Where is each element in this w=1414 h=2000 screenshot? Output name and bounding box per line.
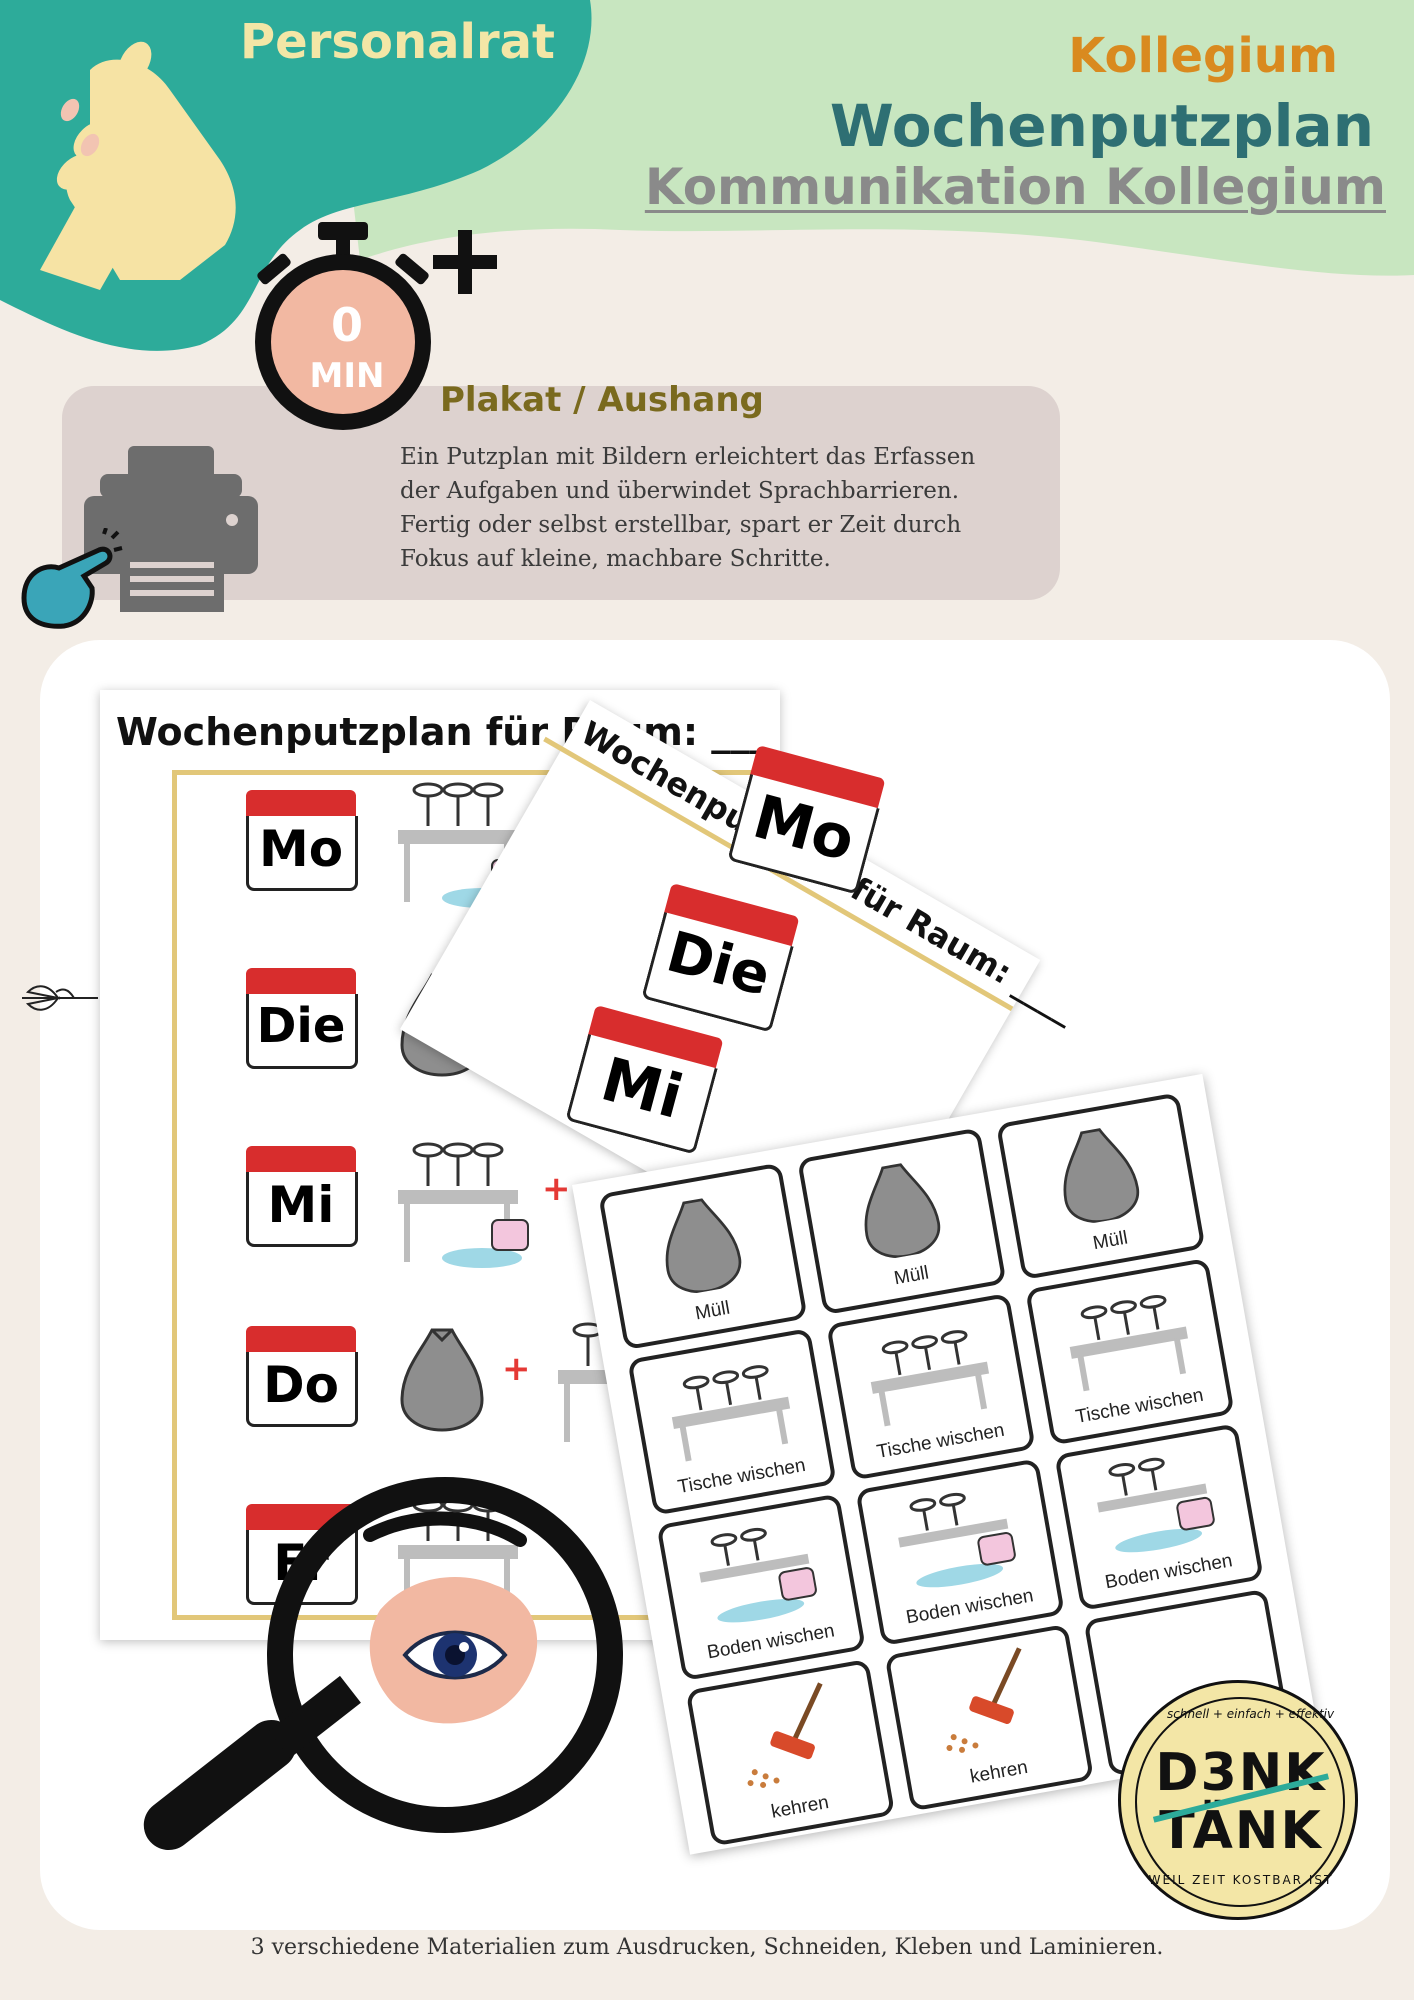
svg-text:+: + [502,1349,531,1389]
table-icon [1069,1295,1188,1392]
card-label: Müll [693,1297,732,1325]
card-label: Müll [1091,1227,1130,1255]
card-boden-2: Boden wischen [855,1458,1065,1647]
broom-icon [747,1682,823,1788]
info-heading: Plakat / Aushang [440,380,764,420]
broom-icon [946,1647,1022,1753]
audience-label: Kollegium [1068,28,1338,84]
trash-bag-icon [665,1198,742,1294]
day-label: Mi [267,1176,335,1234]
info-line-3: Fertig oder selbst erstellbar, spart er … [400,512,962,538]
category-label: Personalrat [240,14,555,70]
pointing-hand-icon[interactable] [14,528,124,638]
info-line-4: Fokus auf kleine, machbare Schritte. [400,546,831,572]
card-muell-3: Müll [995,1092,1206,1281]
day-calendar-mo: Mo [246,790,358,894]
logo-bottom-text: WEIL ZEIT KOSTBAR IST [1148,1873,1334,1887]
timer-value: 0 [330,298,363,352]
footer-text: 3 verschiedene Materialien zum Ausdrucke… [250,1935,1164,1960]
timer-unit: MIN [309,356,385,396]
card-tische-2: Tische wischen [826,1292,1036,1481]
logo-top-text: schnell + einfach + effektiv [1167,1707,1335,1721]
mop-bucket-icon [1097,1457,1215,1553]
leaf-arrow-icon [22,985,98,1011]
svg-text:+: + [542,1169,571,1209]
subtitle-link[interactable]: Kommunikation Kollegium [644,158,1386,216]
table-icon [671,1365,791,1462]
card-kehren-1: kehren [685,1658,896,1847]
handshake-icon [40,41,236,290]
card-tische-3: Tische wischen [1025,1257,1235,1446]
card-muell-2: Müll [796,1127,1007,1316]
page-title: Wochenputzplan [829,92,1374,160]
info-line-2: der Aufgaben und überwindet Sprachbarrie… [400,478,960,504]
info-line-1: Ein Putzplan mit Bildern erleichtert das… [400,444,976,470]
day-calendar-die: Die [246,968,358,1072]
day-calendar-mi: Mi [246,1146,358,1250]
card-boden-1: Boden wischen [656,1493,867,1682]
logo-word-1: D3NK [1155,1743,1327,1803]
trash-bag-icon [1063,1128,1140,1223]
card-tische-1: Tische wischen [627,1327,837,1516]
trash-bag-icon [864,1163,941,1258]
card-kehren-2: kehren [884,1623,1095,1812]
stopwatch-icon [255,222,497,430]
printer-icon [84,446,258,612]
day-label: Do [263,1356,339,1414]
logo-word-2: TÄNK [1159,1801,1323,1861]
card-label: Müll [892,1262,931,1290]
magnifier-eye-icon [143,1477,623,1851]
day-calendar-do: Do [246,1326,358,1430]
day-label: Die [256,998,346,1054]
sheet-picture-cards: Müll Müll Müll Tische wischen Tische wis… [572,1073,1321,1855]
card-boden-3: Boden wischen [1054,1423,1264,1611]
mop-bucket-icon [898,1492,1016,1588]
day-label: Mo [258,820,344,878]
mop-bucket-icon [699,1527,817,1623]
card-muell-1: Müll [598,1162,808,1351]
table-icon [870,1330,990,1427]
denktank-logo: schnell + einfach + effektiv D3NK TÄNK W… [1118,1680,1358,1920]
